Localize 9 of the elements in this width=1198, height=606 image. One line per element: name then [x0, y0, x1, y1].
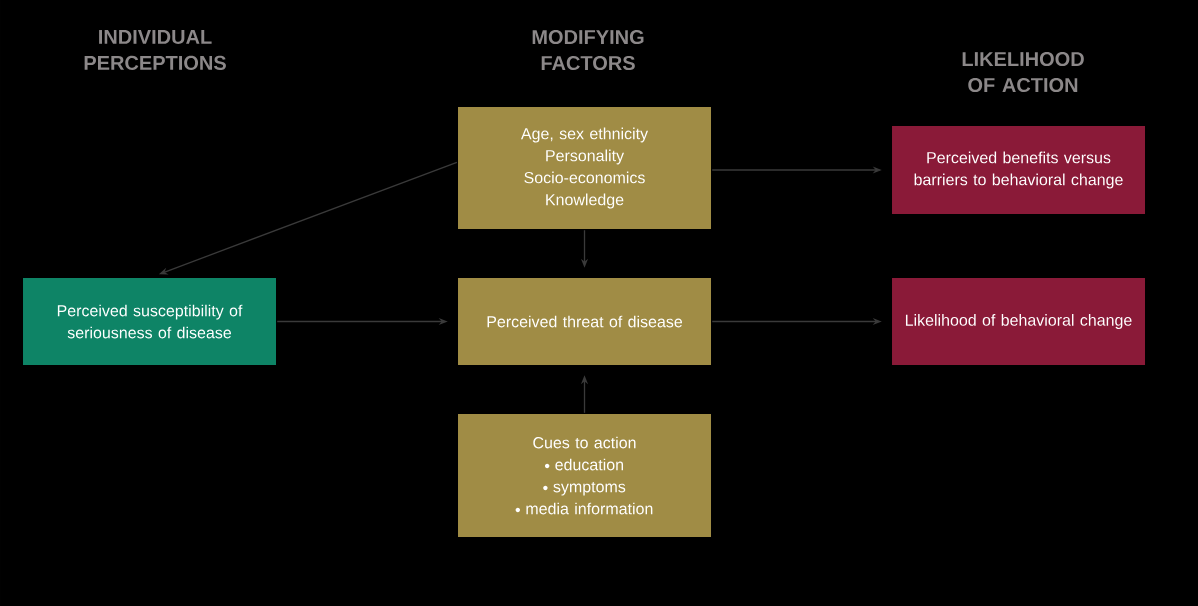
process-box: Perceived susceptibility of seriousness of disease: [23, 278, 276, 365]
process-box: Likelihood of behavioral change: [892, 278, 1145, 365]
process-box: Perceived benefits versus barriers to behavioral change: [892, 126, 1145, 214]
process-box: Age, sex ethnicity Personality Socio-economics Knowledge: [458, 107, 711, 229]
column-heading: INDIVIDUAL PERCEPTIONS: [84, 30, 226, 70]
process-box: Cues to action education symptoms media information: [458, 414, 711, 537]
column-heading: LIKELIHOOD OF ACTION: [962, 51, 1084, 93]
column-heading: MODIFYING FACTORS: [532, 29, 644, 71]
process-box: Perceived threat of disease: [458, 278, 711, 365]
